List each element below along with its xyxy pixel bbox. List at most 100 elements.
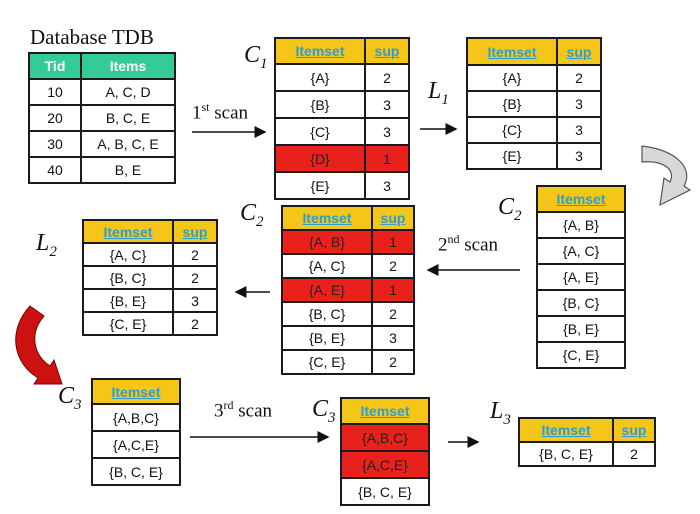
- sup-cell: 2: [556, 64, 602, 92]
- table-row: {A, C}2: [281, 253, 415, 279]
- itemset-cell: {A,C,E}: [91, 430, 181, 459]
- itemset-cell: {C, E}: [536, 341, 626, 369]
- table-row: {A, B}: [536, 211, 626, 239]
- l2-to-c3-curved-arrow: [15, 305, 63, 385]
- pruned-row: {A,C,E}: [340, 450, 430, 479]
- table-row: {B, E}3: [281, 325, 415, 351]
- items-cell: B, C, E: [80, 104, 176, 132]
- table-row: {A}2: [274, 63, 410, 92]
- table-header-row: Tid Items: [28, 52, 176, 80]
- tid-cell: 40: [28, 156, 82, 184]
- sup-cell: 3: [371, 325, 415, 351]
- sup-header: sup: [556, 37, 602, 66]
- sup-cell: 3: [364, 171, 410, 200]
- database-title: Database TDB: [30, 25, 154, 49]
- items-cell: A, C, D: [80, 78, 176, 106]
- itemset-header: Itemset: [82, 219, 174, 244]
- itemset-cell: {A, C}: [536, 237, 626, 265]
- itemset-cell: {B, C}: [281, 301, 373, 327]
- table-row: {B, C, E}: [340, 477, 430, 506]
- table-header-row: Itemset sup: [281, 205, 415, 231]
- sup-header: sup: [172, 219, 218, 244]
- table-header-row: Itemset sup: [274, 37, 410, 65]
- itemset-header: Itemset: [274, 37, 366, 65]
- itemset-cell: {A,C,E}: [340, 450, 430, 479]
- itemset-cell: {B, E}: [82, 288, 174, 313]
- table-header-row: Itemset sup: [82, 219, 218, 244]
- table-row: {A, C}: [536, 237, 626, 265]
- c2-candidates-table: Itemset {A, B} {A, C} {A, E} {B, C} {B, …: [536, 185, 626, 369]
- pruned-row: {D}1: [274, 144, 410, 173]
- table-header-row: Itemset: [340, 397, 430, 425]
- sup-cell: 2: [172, 265, 218, 290]
- itemset-cell: {A, C}: [82, 242, 174, 267]
- first-scan-label: 1st scan: [192, 100, 249, 124]
- sup-cell: 2: [364, 63, 410, 92]
- items-cell: A, B, C, E: [80, 130, 176, 158]
- itemset-header: Itemset: [91, 378, 181, 405]
- itemset-cell: {A}: [274, 63, 366, 92]
- sup-cell: 3: [556, 90, 602, 118]
- l3-table: Itemset sup {B, C, E}2: [518, 417, 656, 467]
- itemset-cell: {B, C, E}: [91, 457, 181, 486]
- table-row: {B}3: [274, 90, 410, 119]
- l3-label: L3: [490, 398, 511, 428]
- itemset-header: Itemset: [518, 417, 614, 443]
- itemset-cell: {A,B,C}: [340, 423, 430, 452]
- itemset-cell: {E}: [274, 171, 366, 200]
- table-row: {B, C, E}2: [518, 441, 656, 467]
- itemset-cell: {B, E}: [536, 315, 626, 343]
- l1-label: L1: [428, 78, 449, 108]
- itemset-cell: {B, C}: [82, 265, 174, 290]
- itemset-cell: {B, C, E}: [518, 441, 614, 467]
- table-row: {C, E}2: [82, 311, 218, 336]
- l2-label: L2: [36, 230, 57, 260]
- sup-header: sup: [364, 37, 410, 65]
- sup-cell: 1: [371, 229, 415, 255]
- table-row: {C}3: [274, 117, 410, 146]
- table-header-row: Itemset sup: [518, 417, 656, 443]
- itemset-header: Itemset: [340, 397, 430, 425]
- pruned-row: {A, E}1: [281, 277, 415, 303]
- c3-candidates-label: C3: [58, 383, 82, 413]
- tid-cell: 30: [28, 130, 82, 158]
- pruned-row: {A, B}1: [281, 229, 415, 255]
- itemset-cell: {A, E}: [536, 263, 626, 291]
- itemset-cell: {C, E}: [281, 349, 373, 375]
- table-row: {B, C}2: [82, 265, 218, 290]
- itemset-header: Itemset: [536, 185, 626, 213]
- table-row: {A, E}: [536, 263, 626, 291]
- l1-table: Itemset sup {A}2 {B}3 {C}3 {E}3: [466, 37, 602, 170]
- table-row: {B, E}: [536, 315, 626, 343]
- itemset-cell: {A,B,C}: [91, 403, 181, 432]
- items-cell: B, E: [80, 156, 176, 184]
- pruned-row: {A,B,C}: [340, 423, 430, 452]
- itemset-cell: {C}: [466, 116, 558, 144]
- l2-table: Itemset sup {A, C}2 {B, C}2 {B, E}3 {C, …: [82, 219, 218, 336]
- c2-candidates-label: C2: [498, 194, 522, 224]
- table-row: {E}3: [466, 142, 602, 170]
- sup-cell: 2: [172, 242, 218, 267]
- table-row: {A, C}2: [82, 242, 218, 267]
- itemset-cell: {A}: [466, 64, 558, 92]
- table-row: {A}2: [466, 64, 602, 92]
- table-row: {B, E}3: [82, 288, 218, 313]
- tid-cell: 20: [28, 104, 82, 132]
- table-row: {E}3: [274, 171, 410, 200]
- itemset-cell: {E}: [466, 142, 558, 170]
- sup-cell: 3: [364, 117, 410, 146]
- itemset-cell: {B, C}: [536, 289, 626, 317]
- sup-cell: 1: [364, 144, 410, 173]
- itemset-cell: {A, B}: [536, 211, 626, 239]
- second-scan-label: 2nd scan: [438, 232, 499, 256]
- itemset-cell: {C, E}: [82, 311, 174, 336]
- sup-cell: 2: [371, 349, 415, 375]
- table-row: {A,C,E}: [91, 430, 181, 459]
- table-header-row: Itemset sup: [466, 37, 602, 66]
- itemset-cell: {B, C, E}: [340, 477, 430, 506]
